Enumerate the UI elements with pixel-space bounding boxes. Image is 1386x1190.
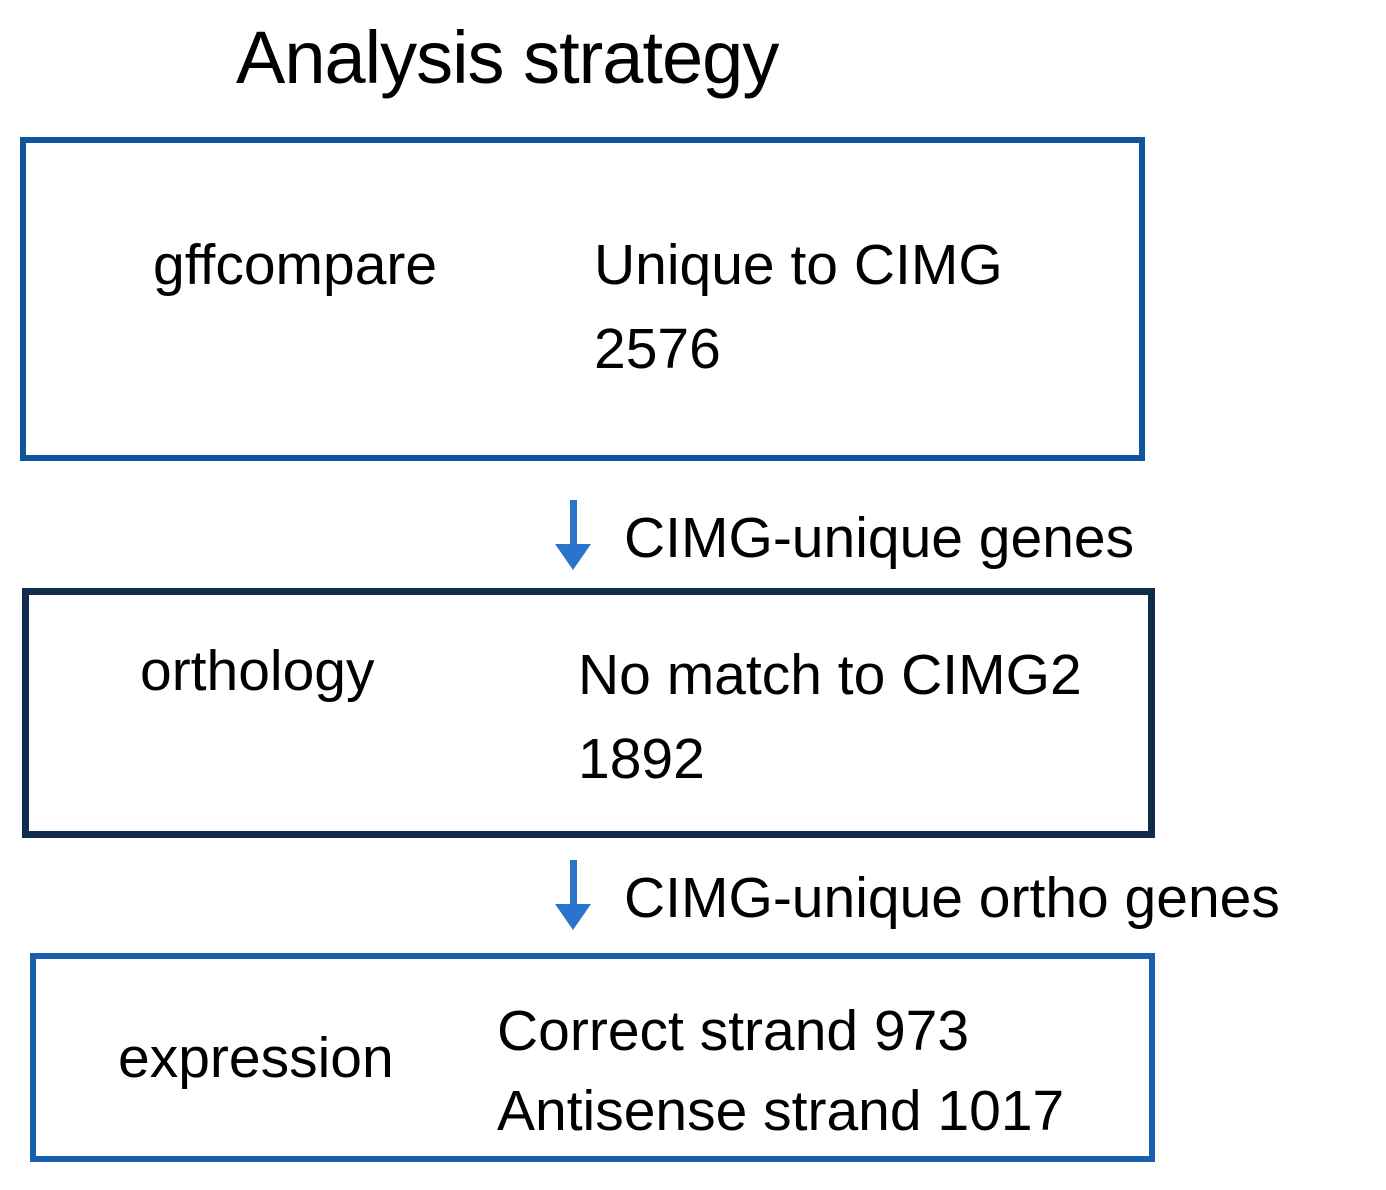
arrow-head xyxy=(555,904,591,930)
result-line: Antisense strand 1017 xyxy=(497,1079,1065,1143)
flow-box-orthology: orthology No match to CIMG2 1892 xyxy=(22,588,1155,838)
step-label-orthology: orthology xyxy=(140,639,375,703)
result-line: No match to CIMG2 xyxy=(578,643,1082,707)
result-line: Unique to CIMG xyxy=(594,233,1003,297)
step-label-expression: expression xyxy=(118,1025,394,1090)
arrow-stem xyxy=(570,500,577,546)
step-label-gffcompare: gffcompare xyxy=(153,233,438,297)
arrow-head xyxy=(555,544,591,570)
connector-1: CIMG-unique genes xyxy=(0,498,1386,578)
step-result-expression: Correct strand 973 Antisense strand 1017 xyxy=(497,991,1064,1151)
down-arrow-icon xyxy=(555,498,592,570)
connector-2: CIMG-unique ortho genes xyxy=(0,858,1386,938)
result-line: Correct strand 973 xyxy=(497,999,970,1063)
connector-label: CIMG-unique genes xyxy=(624,506,1135,570)
step-result-gffcompare: Unique to CIMG 2576 xyxy=(594,223,1003,391)
down-arrow-icon xyxy=(555,858,592,930)
connector-label: CIMG-unique ortho genes xyxy=(624,866,1280,930)
step-result-orthology: No match to CIMG2 1892 xyxy=(578,633,1082,801)
flow-box-gffcompare: gffcompare Unique to CIMG 2576 xyxy=(20,137,1145,461)
arrow-stem xyxy=(570,860,577,906)
page-title: Analysis strategy xyxy=(236,16,779,99)
result-line: 1892 xyxy=(578,727,705,791)
flow-box-expression: expression Correct strand 973 Antisense … xyxy=(30,953,1155,1162)
result-line: 2576 xyxy=(594,317,721,381)
